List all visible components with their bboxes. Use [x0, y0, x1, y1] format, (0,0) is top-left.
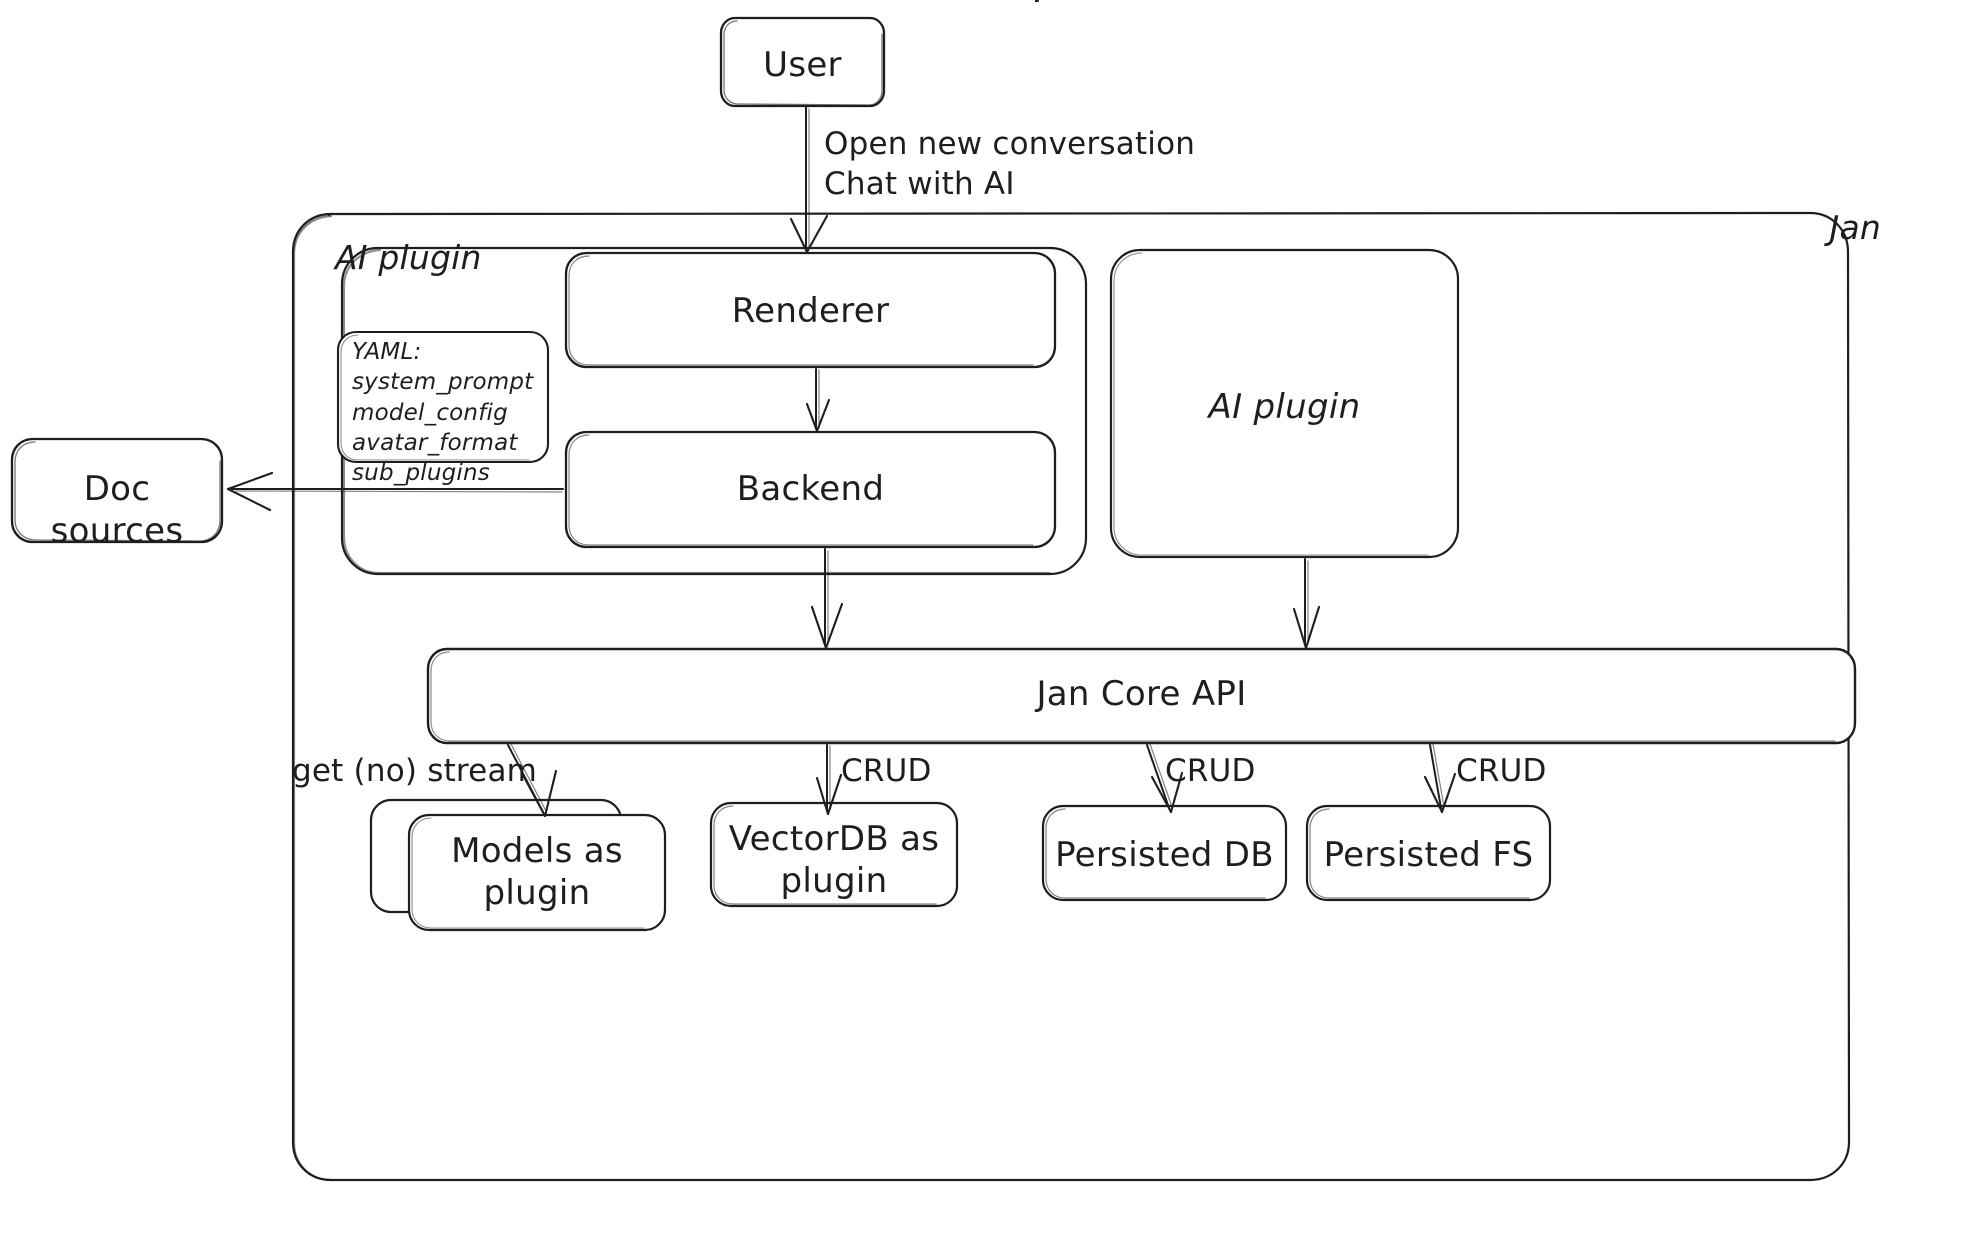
group-ai-plugin[interactable]: [340, 246, 1088, 576]
node-doc-sources[interactable]: [10, 437, 224, 544]
edge-core-api-to-persisted-db: [1146, 743, 1184, 814]
edge-ai-plugin-to-core-api: [1292, 558, 1321, 650]
group-label-jan: Jan: [1829, 208, 1881, 247]
edge-core-api-to-models: [507, 743, 558, 818]
group-jan[interactable]: [291, 211, 1851, 1182]
edge-label-crud-persisted-fs: CRUD: [1456, 753, 1547, 789]
node-models-plugin[interactable]: [369, 798, 667, 932]
node-vectordb-plugin[interactable]: [709, 801, 959, 908]
node-backend[interactable]: [564, 430, 1057, 549]
node-renderer[interactable]: [564, 251, 1057, 369]
node-user[interactable]: [719, 16, 886, 108]
node-yaml-card: [336, 330, 550, 464]
edge-core-api-to-persisted-fs: [1423, 743, 1457, 814]
edge-backend-to-core-api: [810, 548, 844, 650]
node-ai-plugin-right[interactable]: [1109, 248, 1460, 559]
group-label-ai-plugin: AI plugin: [335, 238, 482, 277]
edge-renderer-to-backend: [805, 0, 1039, 433]
edge-user-to-renderer: [789, 106, 829, 254]
edge-label-crud-vectordb: CRUD: [841, 753, 932, 789]
yaml-config-text: YAML: system_prompt model_config avatar_…: [352, 339, 534, 487]
node-persisted-db[interactable]: [1041, 804, 1288, 902]
node-jan-core-api[interactable]: [426, 647, 1857, 745]
node-persisted-fs[interactable]: [1305, 804, 1552, 902]
edge-label-user-to-renderer: Open new conversation Chat with AI: [824, 126, 1196, 203]
edge-label-get-no-stream: get (no) stream: [292, 753, 538, 789]
edge-backend-to-doc-sources: [226, 471, 564, 512]
edge-label-crud-persisted-db: CRUD: [1165, 753, 1256, 789]
edge-core-api-to-vectordb: [815, 744, 843, 816]
